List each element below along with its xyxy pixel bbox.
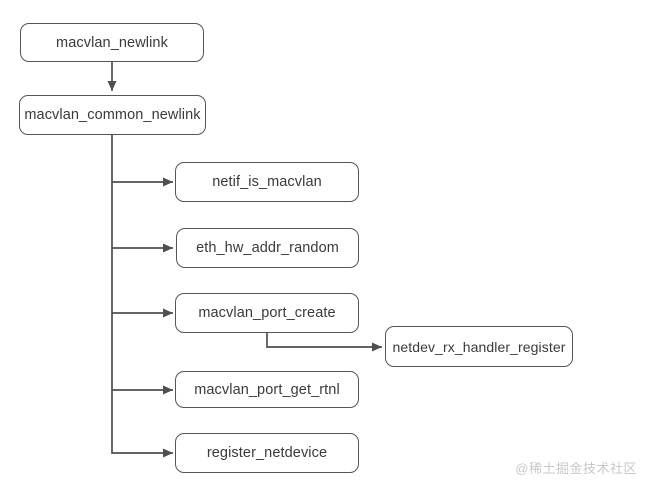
node-macvlan-newlink: macvlan_newlink [20, 23, 204, 62]
node-eth-hw-addr-random: eth_hw_addr_random [176, 228, 359, 268]
watermark: @稀土掘金技术社区 [515, 461, 637, 476]
edge-port-create-to-rx-handler-register [266, 333, 382, 352]
node-register-netdevice: register_netdevice [175, 433, 359, 473]
edge-common-newlink-to-register-netdevice [111, 135, 173, 458]
node-macvlan-common-newlink: macvlan_common_newlink [19, 95, 206, 135]
node-netdev-rx-handler-register: netdev_rx_handler_register [385, 326, 573, 367]
node-netif-is-macvlan: netif_is_macvlan [175, 162, 359, 202]
node-macvlan-port-create: macvlan_port_create [175, 293, 359, 333]
node-macvlan-port-get-rtnl: macvlan_port_get_rtnl [175, 371, 359, 408]
